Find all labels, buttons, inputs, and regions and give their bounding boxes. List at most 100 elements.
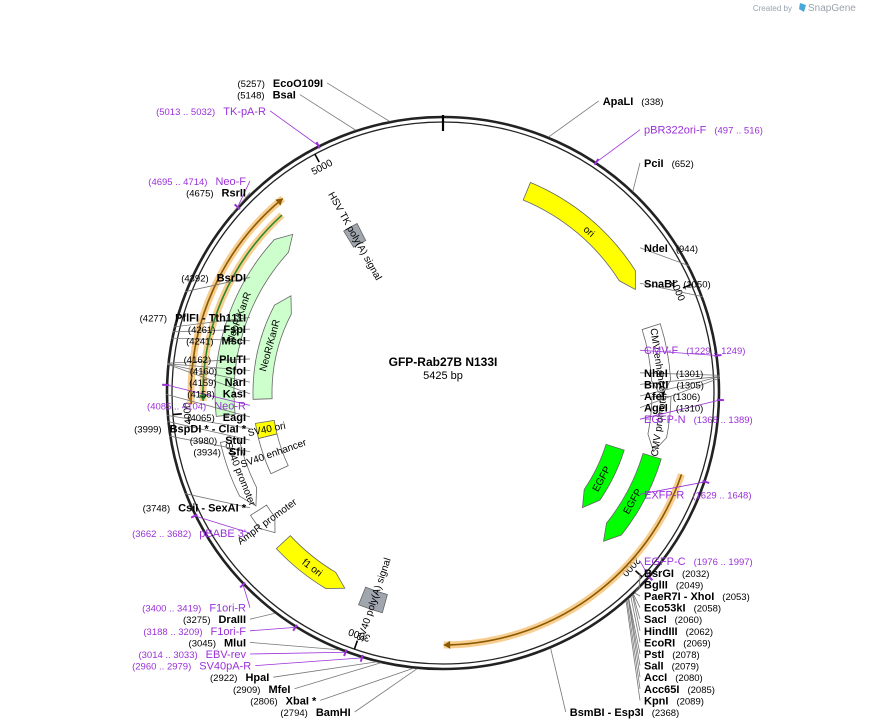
enzyme-position: (3980) [190, 436, 217, 447]
enzyme-name: HindIII [644, 626, 678, 638]
enzyme-leader [167, 421, 251, 441]
enzyme-position: (2806) [250, 696, 277, 707]
enzyme-ndei: NdeI(944) [644, 243, 698, 255]
enzyme-position: (2060) [675, 615, 702, 626]
enzyme-name: BsaI [273, 90, 296, 102]
enzyme-position: (5257) [237, 79, 264, 90]
ruler-tick [682, 283, 692, 289]
enzyme-msci: MscI(4241) [186, 336, 246, 348]
primer-name: pBR322ori-F [644, 125, 707, 137]
enzyme-snabi: SnaBI(1050) [644, 278, 711, 290]
primer-position: (1229 .. 1249) [686, 346, 745, 357]
enzyme-leader [172, 328, 251, 333]
orf-arc [202, 214, 283, 402]
enzyme-name: BsmBI - Esp3I [570, 707, 644, 719]
enzyme-name: NdeI [644, 243, 668, 255]
feature-label: HSV TK poly(A) signal [325, 190, 383, 282]
enzyme-name: NheI [644, 368, 668, 380]
feature-shape [522, 181, 636, 291]
enzyme-csii-sexai: CsiI - SexAI * (3748) [143, 503, 247, 515]
primer-site-marker [359, 654, 364, 662]
enzyme-position: (2368) [652, 708, 679, 719]
enzyme-stui: StuI(3980) [190, 435, 246, 447]
primer-leader [595, 129, 641, 163]
enzyme-leader [632, 594, 641, 631]
ruler-tick [634, 570, 643, 578]
enzyme-position: (4162) [184, 355, 211, 366]
enzyme-leader [167, 358, 251, 364]
enzyme-leader [294, 662, 381, 690]
enzyme-name: XbaI * [286, 695, 317, 707]
enzyme-position: (4160) [190, 367, 217, 378]
primer-name: Neo-F [215, 176, 246, 188]
enzyme-hpai: HpaI(2922) [210, 672, 269, 684]
primer-site-marker [315, 141, 321, 149]
enzyme-position: (4159) [189, 378, 216, 389]
feature-shape [603, 453, 662, 542]
enzyme-position: (4158) [187, 390, 214, 401]
enzyme-name: EagI [223, 412, 246, 424]
primer-position: (1368 .. 1389) [694, 415, 753, 426]
plasmid-name: GFP-Rab27B N133I [389, 355, 498, 369]
primer-leader [255, 657, 362, 666]
feature-shape [252, 295, 292, 400]
enzyme-leader [633, 593, 641, 608]
enzyme-position: (2032) [682, 569, 709, 580]
enzyme-eagi: EagI(4065) [187, 412, 246, 424]
enzyme-name: CsiI - SexAI * [178, 503, 247, 515]
ruler-tick [353, 640, 359, 650]
enzyme-position: (2922) [210, 673, 237, 684]
enzyme-leader [173, 317, 251, 328]
ruler-tick [314, 153, 320, 163]
enzyme-position: (3748) [143, 504, 170, 515]
enzyme-saci: SacI(2060) [644, 614, 702, 626]
enzyme-name: NarI [225, 377, 246, 389]
enzyme-position: (4392) [181, 273, 208, 284]
primer-position: (1976 .. 1997) [694, 557, 753, 568]
enzyme-name: SfiI [229, 447, 246, 459]
enzyme-leader [639, 247, 690, 267]
brand-created-by: Created by [753, 4, 792, 13]
plasmid-length: 5425 bp [423, 370, 463, 382]
primer-site-marker [343, 649, 348, 657]
enzyme-pflfi-tth111i: PflFI - Tth111I(4277) [140, 313, 246, 325]
enzyme-leader [320, 667, 414, 701]
enzyme-position: (652) [672, 159, 694, 170]
primer-egfp-n: EGFP-N(1368 .. 1389) [644, 414, 753, 426]
feature-egfp: EGFP [603, 453, 662, 542]
enzyme-name: BmtI [644, 379, 668, 391]
primer-position: (3400 .. 3419) [142, 604, 201, 615]
primer-site-marker [190, 513, 198, 519]
enzyme-leader [167, 363, 251, 371]
enzyme-name: AfeI [644, 391, 665, 403]
primer-neo-f: Neo-F (4695 .. 4714) [148, 176, 246, 188]
primer-position: (4695 .. 4714) [148, 177, 207, 188]
enzyme-leader [639, 376, 720, 397]
enzyme-name: PciI [644, 158, 664, 170]
enzyme-leader [634, 592, 641, 597]
enzyme-name: EcoO109I [273, 78, 323, 90]
primer-name: EGFP-C [644, 556, 686, 568]
enzyme-position: (4261) [188, 325, 215, 336]
enzyme-position: (3999) [134, 425, 161, 436]
enzyme-leader [635, 584, 641, 593]
enzyme-name: BsrDI [217, 272, 246, 284]
enzyme-leader [632, 162, 641, 192]
ruler-tick [172, 413, 182, 416]
primer-name: EBV-rev [206, 649, 247, 661]
enzyme-ecori: EcoRI(2069) [644, 637, 711, 649]
primer-leader [249, 626, 296, 632]
enzyme-position: (2078) [672, 650, 699, 661]
primer-site-marker [292, 624, 298, 632]
enzyme-leader [171, 337, 251, 342]
primer-site-marker [646, 574, 654, 582]
feature-cmv-enhancer: CMV enhancer [641, 323, 672, 398]
enzyme-name: MscI [222, 336, 246, 348]
enzyme-position: (2794) [280, 708, 307, 719]
enzyme-sfoi: SfoI(4160) [190, 366, 246, 378]
primer-site-marker [702, 479, 710, 485]
enzyme-name: MfeI [268, 684, 290, 696]
enzyme-leader [167, 364, 251, 395]
primer-name: CMV-F [644, 345, 679, 357]
enzyme-leader [273, 661, 377, 678]
